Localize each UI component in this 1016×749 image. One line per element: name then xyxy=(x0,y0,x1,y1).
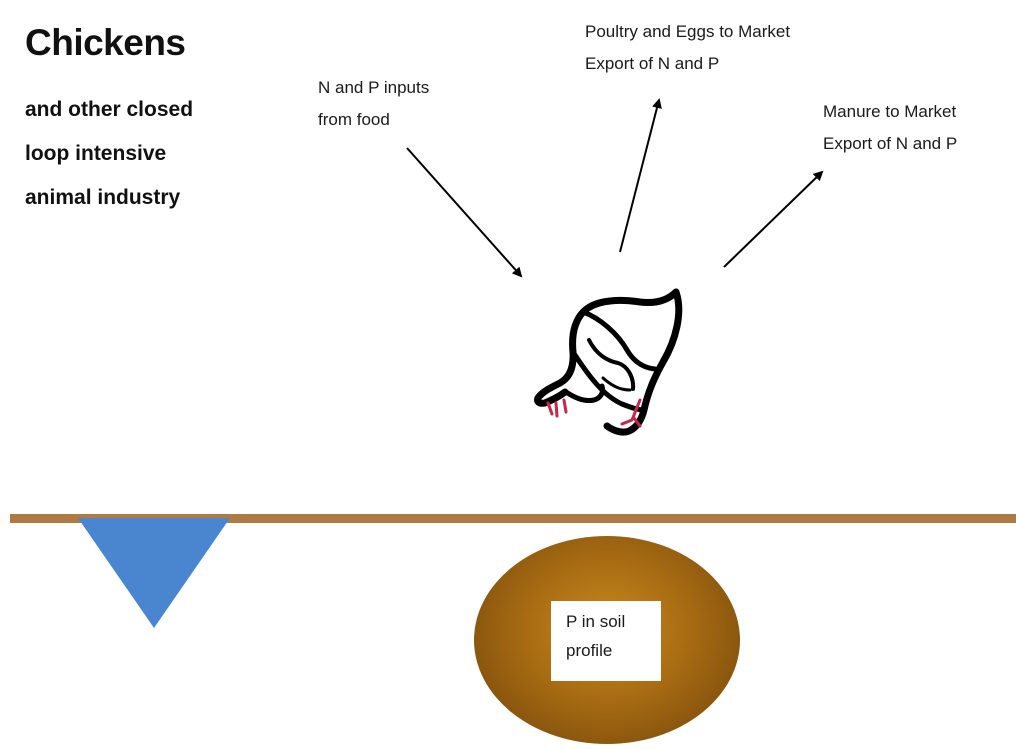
diagram-title: Chickens xyxy=(25,22,186,63)
inputs-label: N and P inputs from food xyxy=(318,72,429,136)
input-arrow xyxy=(406,147,523,278)
soil-profile-label-line: profile xyxy=(566,641,613,660)
manure-export-label-line: Manure to Market xyxy=(823,102,957,121)
soil-profile-label-line: P in soil xyxy=(566,612,626,631)
poultry-export-label: Poultry and Eggs to Market Export of N a… xyxy=(585,16,790,80)
manure-export-label: Manure to Market Export of N and P xyxy=(823,96,957,160)
chicken-icon xyxy=(534,288,683,436)
water-body xyxy=(78,518,230,628)
diagram-subtitle: and other closed loop intensive animal i… xyxy=(25,88,193,220)
subtitle-line: loop intensive xyxy=(25,142,167,165)
inputs-label-line: N and P inputs xyxy=(318,78,430,97)
subtitle-line: and other closed xyxy=(25,98,194,121)
ground-line xyxy=(10,514,1016,523)
subtitle-line: animal industry xyxy=(25,186,181,209)
inputs-label-line: from food xyxy=(318,110,390,129)
poultry-export-arrow xyxy=(619,98,662,253)
manure-export-label-line: Export of N and P xyxy=(823,134,958,153)
poultry-export-label-line: Poultry and Eggs to Market xyxy=(585,22,791,41)
manure-export-arrow xyxy=(723,170,824,268)
soil-profile-label: P in soil profile xyxy=(551,601,661,681)
poultry-export-label-line: Export of N and P xyxy=(585,54,720,73)
